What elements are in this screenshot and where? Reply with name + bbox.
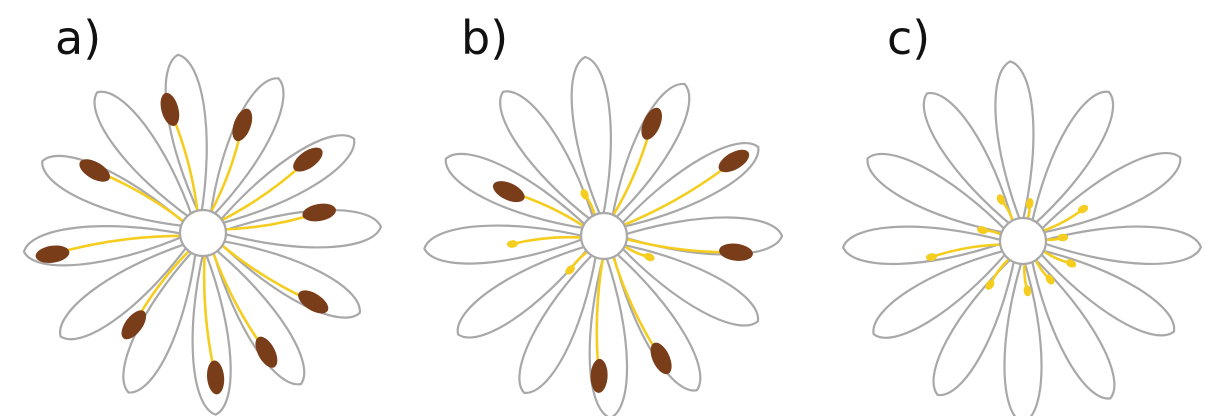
panel-a-label: a) bbox=[55, 11, 101, 65]
panel-c: c) bbox=[843, 11, 1201, 416]
panel-b: b) bbox=[424, 11, 782, 416]
panel-b-flower-center bbox=[581, 213, 627, 259]
panel-c-flower-center bbox=[1000, 218, 1046, 264]
panel-c-label: c) bbox=[887, 11, 930, 65]
panel-a-flower-center bbox=[180, 210, 226, 256]
panel-b-label: b) bbox=[461, 11, 508, 65]
panel-a: a) bbox=[24, 11, 381, 415]
